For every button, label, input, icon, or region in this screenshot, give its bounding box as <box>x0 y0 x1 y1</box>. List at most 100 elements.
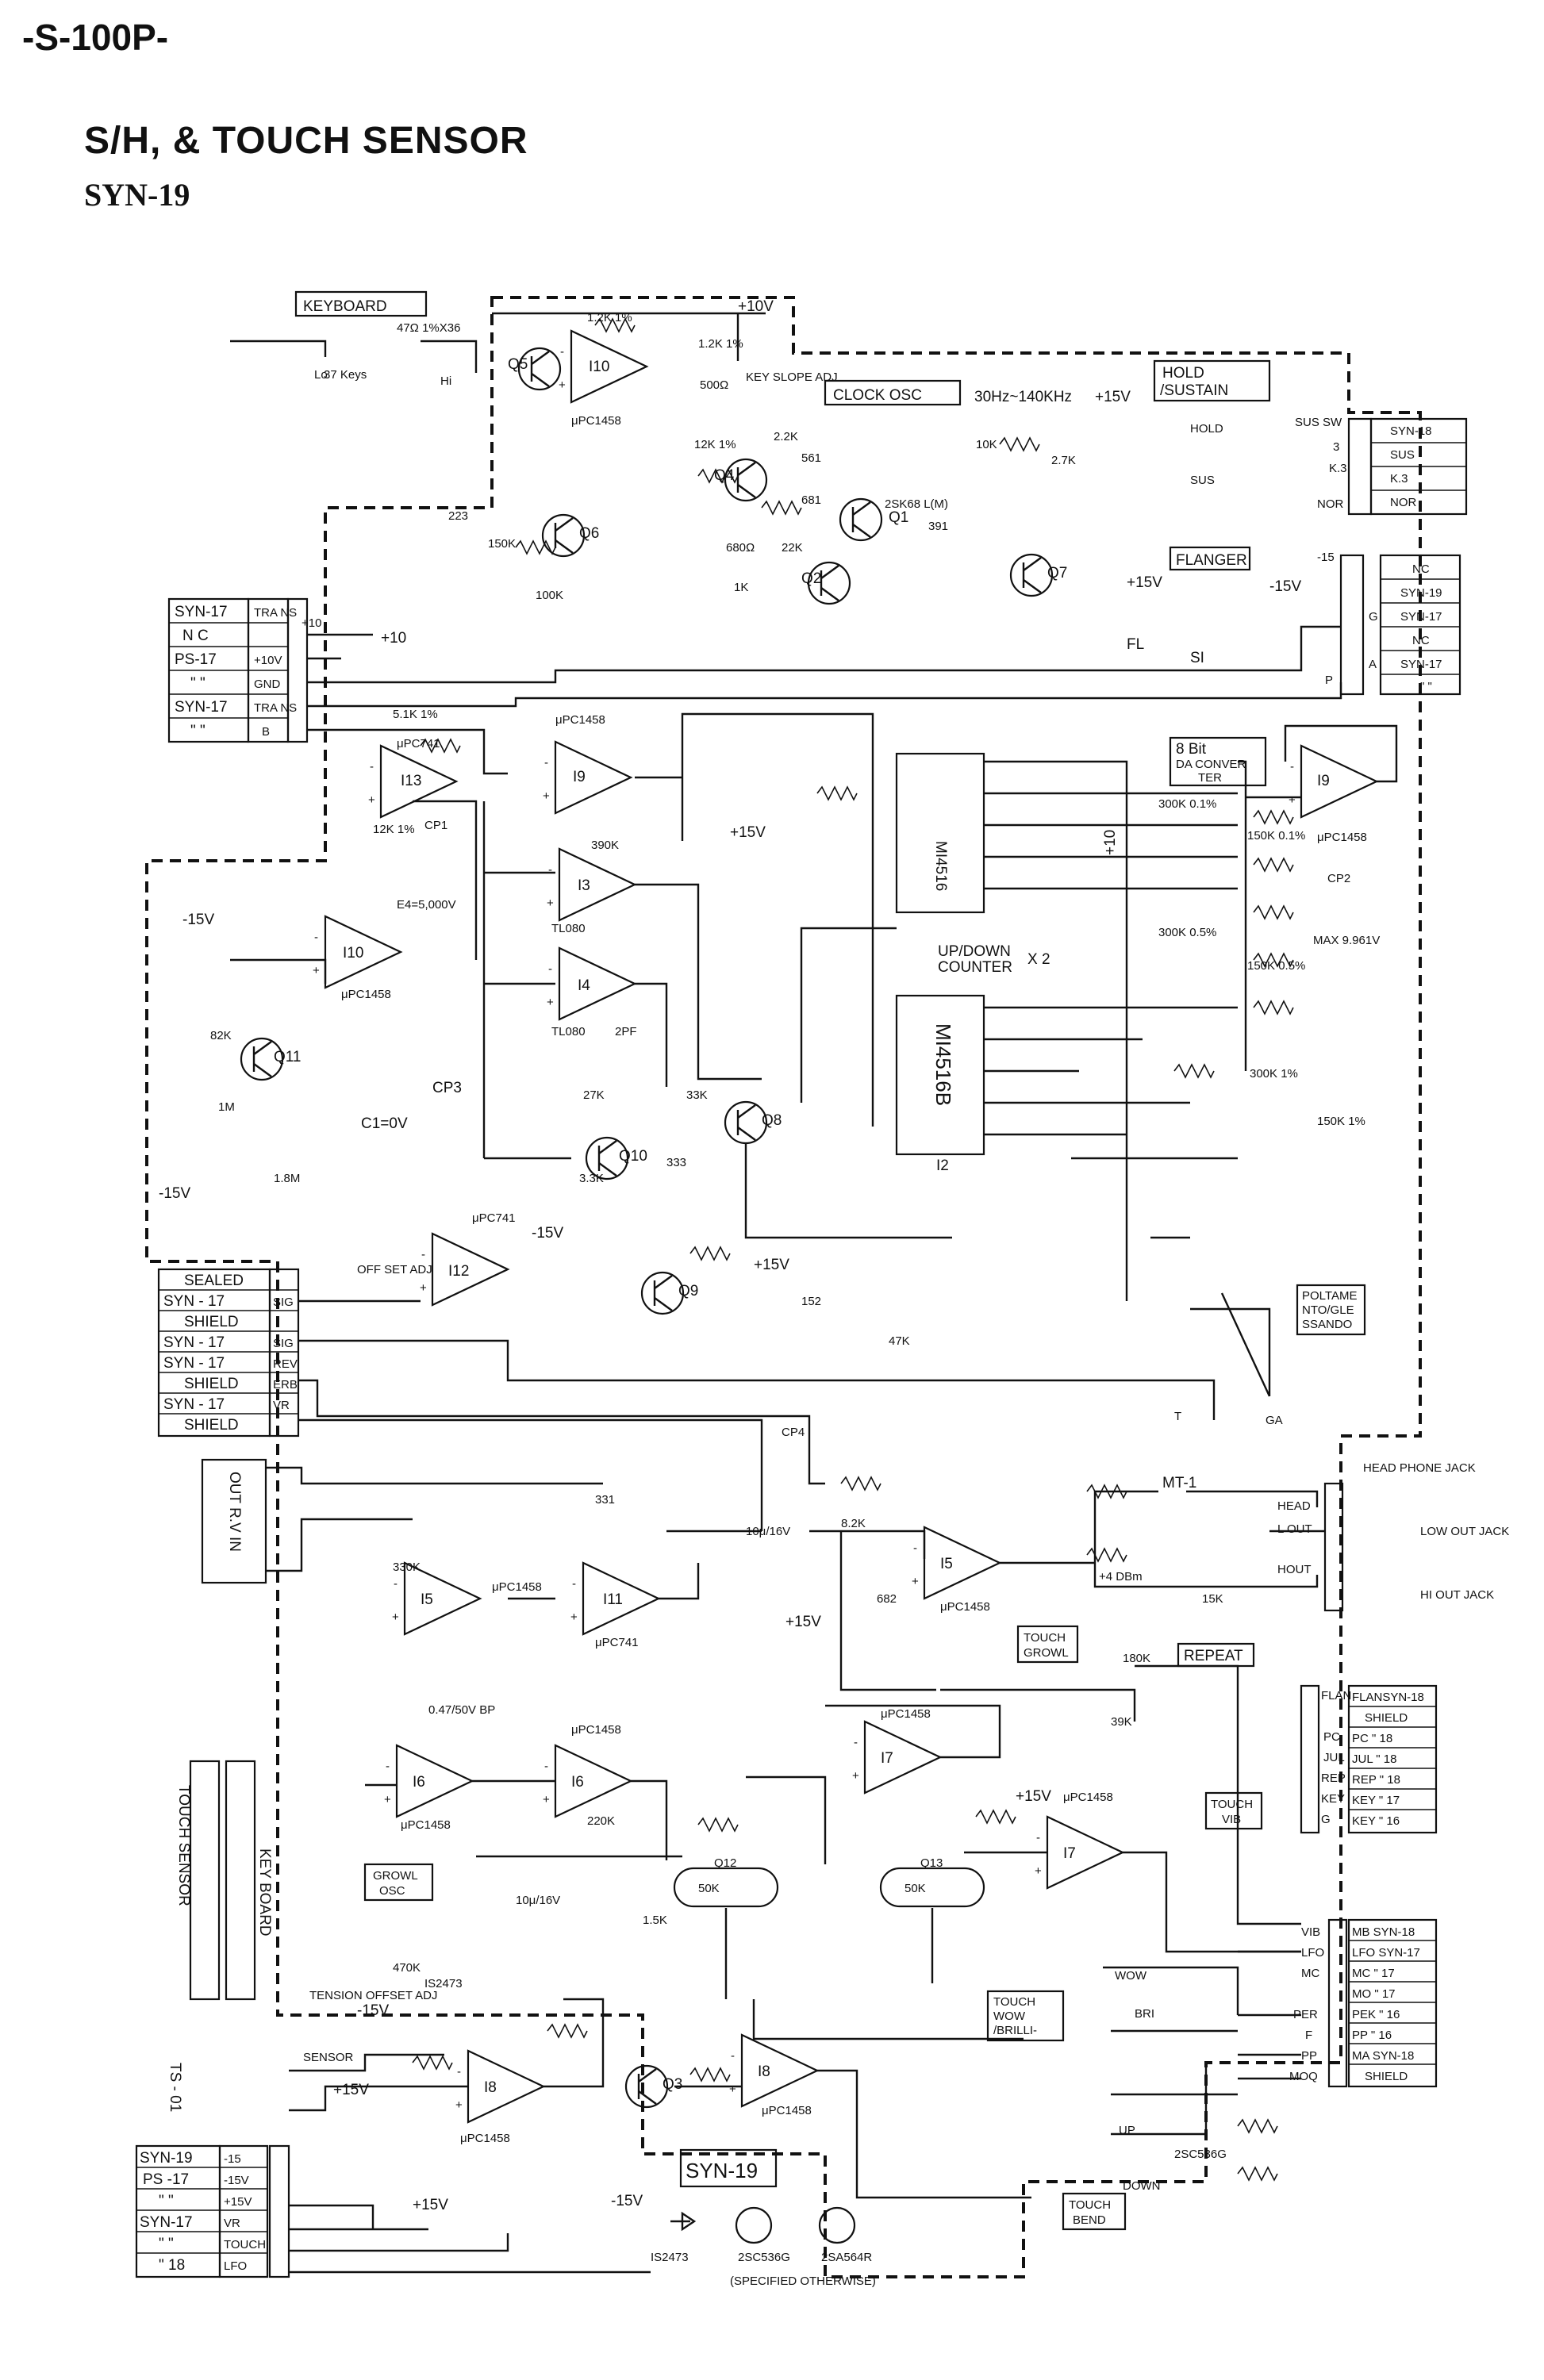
svg-text:Q1: Q1 <box>889 509 908 526</box>
svg-text:SHIELD: SHIELD <box>184 1376 239 1392</box>
svg-text:SI: SI <box>1190 650 1204 666</box>
svg-text:PC " 18: PC " 18 <box>1352 1732 1392 1745</box>
svg-text:Lo: Lo <box>314 368 328 382</box>
svg-text:5.1K 1%: 5.1K 1% <box>393 708 438 721</box>
svg-text:KEY " 16: KEY " 16 <box>1352 1814 1400 1828</box>
svg-text:152: 152 <box>801 1295 821 1308</box>
svg-text:Q6: Q6 <box>579 525 599 542</box>
svg-text:VIB: VIB <box>1301 1925 1320 1939</box>
svg-text:POLTAME: POLTAME <box>1302 1289 1357 1303</box>
svg-text:2.2K: 2.2K <box>774 430 798 443</box>
svg-text:GROWL: GROWL <box>373 1869 418 1883</box>
connector-top-right: SUS SW SYN-18 3 SUS K.3 K.3 NOR NOR <box>1295 416 1468 516</box>
svg-text:TL080: TL080 <box>551 1025 586 1038</box>
svg-text:μPC1458: μPC1458 <box>401 1818 451 1832</box>
svg-text:I10: I10 <box>343 945 363 962</box>
svg-text:μPC1458: μPC1458 <box>460 2132 510 2145</box>
svg-text:+15V: +15V <box>413 2197 448 2213</box>
svg-text:MOQ: MOQ <box>1289 2070 1318 2083</box>
svg-text:2SC536G: 2SC536G <box>738 2251 790 2264</box>
svg-text:VIB: VIB <box>1222 1813 1241 1826</box>
svg-text:500Ω: 500Ω <box>700 378 728 392</box>
svg-text:Q12: Q12 <box>714 1856 736 1870</box>
svg-text:391: 391 <box>928 520 948 533</box>
svg-text:K.3: K.3 <box>1390 472 1408 486</box>
svg-text:300K 1%: 300K 1% <box>1250 1067 1298 1081</box>
board-outline <box>145 296 1422 2278</box>
svg-text:" ": " " <box>159 2236 174 2252</box>
svg-text:1M: 1M <box>218 1100 235 1114</box>
svg-text:G: G <box>1321 1813 1331 1826</box>
svg-text:JUL: JUL <box>1323 1751 1345 1764</box>
svg-text:TENSION OFFSET ADJ: TENSION OFFSET ADJ <box>309 1989 437 2002</box>
svg-text:TOUCH: TOUCH <box>1211 1798 1253 1811</box>
hold-sustain-block: HOLD /SUSTAIN HOLD SUS <box>1153 359 1271 487</box>
svg-text:12K 1%: 12K 1% <box>373 823 415 836</box>
svg-text:SHIELD: SHIELD <box>1365 1711 1408 1725</box>
svg-text:300K 0.5%: 300K 0.5% <box>1158 926 1216 939</box>
svg-text:GA: GA <box>1266 1414 1283 1427</box>
svg-text:Q8: Q8 <box>762 1112 782 1129</box>
svg-text:SYN-19: SYN-19 <box>1400 586 1442 600</box>
svg-text:30Hz~140KHz: 30Hz~140KHz <box>974 389 1072 405</box>
svg-text:HOUT: HOUT <box>1277 1563 1312 1576</box>
output-jacks: HEAD PHONE JACK LOW OUT JACK HI OUT JACK… <box>1099 1461 1509 1612</box>
clock-osc-block: CLOCK OSC 30Hz~140KHz +15V <box>824 379 1131 406</box>
svg-text:150K 0.5%: 150K 0.5% <box>1247 959 1305 973</box>
svg-text:LFO: LFO <box>224 2259 247 2273</box>
svg-text:82K: 82K <box>210 1029 232 1042</box>
svg-text:Q3: Q3 <box>663 2076 682 2093</box>
flanger-block: FLANGER FL SI <box>1127 546 1251 666</box>
svg-text:I10: I10 <box>589 359 609 375</box>
svg-text:50K: 50K <box>698 1882 720 1895</box>
svg-text:KEY BOARD: KEY BOARD <box>256 1848 273 1937</box>
svg-text:+4 DBm: +4 DBm <box>1099 1570 1143 1583</box>
svg-text:SIG: SIG <box>273 1296 294 1309</box>
svg-text:-15V: -15V <box>611 2193 643 2209</box>
svg-text:47K: 47K <box>889 1334 910 1348</box>
repeat-block: REPEAT <box>1177 1642 1255 1668</box>
svg-text:PS-17: PS-17 <box>175 651 217 668</box>
svg-text:TL080: TL080 <box>551 922 586 935</box>
svg-text:KEYBOARD: KEYBOARD <box>303 298 387 315</box>
svg-text:330K: 330K <box>393 1560 421 1574</box>
svg-text:LOW OUT JACK: LOW OUT JACK <box>1420 1525 1509 1538</box>
svg-text:TOUCH: TOUCH <box>993 1995 1035 2009</box>
svg-text:μPC1458: μPC1458 <box>571 414 621 428</box>
svg-text:680Ω: 680Ω <box>726 541 755 555</box>
svg-text:300K 0.1%: 300K 0.1% <box>1158 797 1216 811</box>
svg-text:I5: I5 <box>421 1591 433 1608</box>
svg-text:SYN-17: SYN-17 <box>175 604 228 620</box>
component-values: 1.2K 1% 1.2K 1% 500Ω KEY SLOPE ADJ 12K 1… <box>210 311 1380 2161</box>
svg-text:REPEAT: REPEAT <box>1184 1648 1243 1664</box>
svg-text:SHIELD: SHIELD <box>184 1314 239 1330</box>
svg-text:SYN-18: SYN-18 <box>1390 424 1432 438</box>
svg-text:HEAD: HEAD <box>1277 1499 1311 1513</box>
svg-text:1.2K 1%: 1.2K 1% <box>587 311 632 324</box>
opamp-symbols <box>311 329 1378 2124</box>
svg-text:PP: PP <box>1301 2049 1317 2063</box>
svg-text:1.5K: 1.5K <box>643 1914 667 1927</box>
svg-text:I3: I3 <box>578 877 590 894</box>
svg-text:SYN-19: SYN-19 <box>140 2150 193 2167</box>
svg-text:390K: 390K <box>591 839 619 852</box>
svg-text:MC " 17: MC " 17 <box>1352 1967 1395 1980</box>
svg-text:+15V: +15V <box>333 2082 369 2098</box>
svg-text:561: 561 <box>801 451 821 465</box>
svg-text:C1=0V: C1=0V <box>361 1115 408 1132</box>
svg-text:331: 331 <box>595 1493 615 1507</box>
svg-text:+10: +10 <box>302 616 321 630</box>
svg-text:OSC: OSC <box>379 1884 405 1898</box>
svg-text:TOUCH SENSOR: TOUCH SENSOR <box>175 1785 192 1906</box>
dual-transistor-q13: Q13 50K <box>879 1856 985 1908</box>
svg-text:SYN - 17: SYN - 17 <box>163 1355 225 1372</box>
svg-text:180K: 180K <box>1123 1652 1150 1665</box>
svg-text:I4: I4 <box>578 977 590 994</box>
svg-text:I6: I6 <box>571 1774 584 1791</box>
svg-text:MC: MC <box>1301 1967 1319 1980</box>
svg-text:MAX 9.961V: MAX 9.961V <box>1313 934 1380 947</box>
svg-text:SUS: SUS <box>1390 448 1415 462</box>
svg-text:MI4516: MI4516 <box>932 841 949 891</box>
svg-text:CP4: CP4 <box>782 1426 805 1439</box>
